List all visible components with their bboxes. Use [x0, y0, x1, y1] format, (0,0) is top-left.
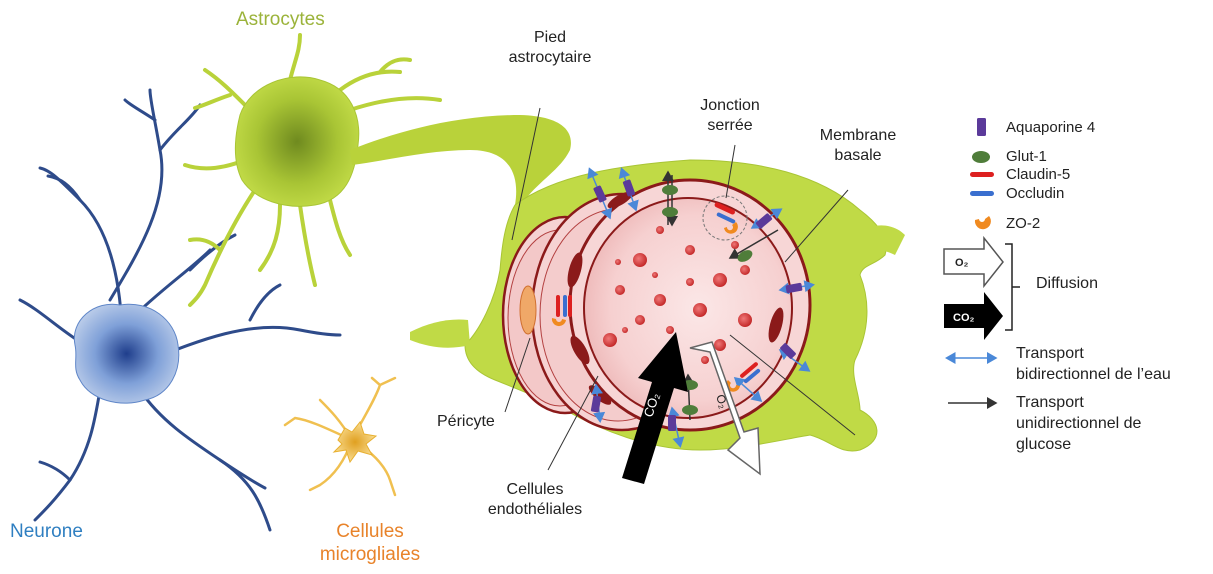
microglia-label: Cellules microgliales: [300, 520, 440, 566]
microglia-label-line2: microgliales: [300, 543, 440, 566]
legend-aquaporine: Aquaporine 4: [1006, 118, 1095, 137]
co2-legend-label: CO₂: [953, 312, 975, 324]
o2-legend-label: O₂: [955, 257, 969, 269]
microglia-label-line1: Cellules: [300, 520, 440, 543]
pied-astrocytaire-label: Pied astrocytaire: [490, 28, 610, 68]
endo-label-line1: Cellules: [470, 480, 600, 500]
legend-diffusion: Diffusion: [1036, 274, 1098, 293]
legend-glut1: Glut-1: [1006, 147, 1047, 166]
endo-label-line2: endothéliales: [470, 500, 600, 520]
jonction-label-line2: serrée: [680, 116, 780, 136]
aquaporine-legend-icon: [977, 118, 986, 136]
membrane-basale-label: Membrane basale: [808, 126, 908, 166]
microglia: [285, 378, 395, 495]
membrane-label-line1: Membrane: [808, 126, 908, 146]
glut1-legend-icon: [972, 151, 990, 163]
legend-glucose-transport: Transport unidirectionnel de glucose: [1016, 392, 1141, 455]
zo2-legend-icon: [975, 216, 991, 229]
blood-vessel: CO₂ O₂: [410, 160, 905, 484]
glucose-line2: unidirectionnel de: [1016, 413, 1141, 434]
water-line2: bidirectionnel de l’eau: [1016, 364, 1171, 385]
water-line1: Transport: [1016, 343, 1171, 364]
glucose-line3: glucose: [1016, 434, 1141, 455]
membrane-label-line2: basale: [808, 146, 908, 166]
claudin-legend-icon: [970, 172, 994, 177]
pied-label-line1: Pied: [490, 28, 610, 48]
legend-zo2: ZO-2: [1006, 214, 1040, 233]
glucose-line1: Transport: [1016, 392, 1141, 413]
legend-water-transport: Transport bidirectionnel de l’eau: [1016, 343, 1171, 385]
jonction-serree-label: Jonction serrée: [680, 96, 780, 136]
pericyte-label: Péricyte: [437, 412, 495, 432]
jonction-label-line1: Jonction: [680, 96, 780, 116]
neurone-label: Neurone: [10, 520, 83, 543]
o2-legend-arrow: [944, 238, 1003, 286]
diffusion-bracket: [1005, 244, 1020, 330]
occludin-legend-icon: [970, 191, 994, 196]
pied-label-line2: astrocytaire: [490, 48, 610, 68]
cellules-endotheliales-label: Cellules endothéliales: [470, 480, 600, 520]
astrocytes-label: Astrocytes: [236, 8, 325, 31]
legend-claudin: Claudin-5: [1006, 165, 1070, 184]
legend-occludin: Occludin: [1006, 184, 1064, 203]
